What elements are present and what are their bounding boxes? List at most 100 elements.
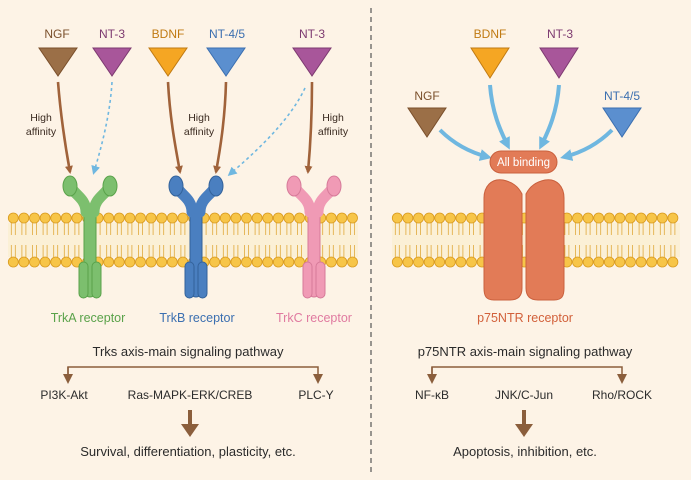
lipid-head — [18, 212, 30, 224]
lipid-head — [39, 256, 51, 268]
trkc-left-domain — [286, 175, 302, 197]
lipid-head — [262, 212, 274, 224]
trkb-kinase-right — [197, 261, 208, 299]
lipid-head — [272, 256, 284, 268]
nt45-to-trkb-arrow — [213, 81, 228, 174]
ngf-to-trka-arrow — [56, 81, 73, 174]
lipid-head — [18, 256, 30, 268]
nt3-ligand-p75 — [539, 47, 579, 79]
lipid-head — [230, 256, 242, 268]
lipid-head — [466, 256, 477, 268]
lipid-head — [294, 256, 305, 268]
lipid-head — [219, 212, 231, 224]
lipid-head — [325, 212, 337, 224]
ligand-label-nt3: NT-3 — [99, 27, 125, 41]
nt45-ligand — [206, 47, 246, 77]
lipid-head — [614, 256, 626, 268]
p75ntr-receptor — [483, 179, 565, 301]
lipid-head — [325, 256, 337, 268]
lipid-head — [455, 212, 467, 224]
lipid-head — [656, 212, 668, 224]
lipid-head — [113, 256, 125, 268]
trkb-receptor-label: TrkB receptor — [159, 311, 234, 325]
ligand-label-nt45-p75: NT-4/5 — [604, 89, 640, 103]
nt3-to-p75-arrow — [539, 84, 561, 150]
nt3-ligand-trkc — [292, 47, 332, 77]
lipid-head — [347, 256, 358, 268]
lipid-head — [667, 212, 679, 224]
lipid-head — [614, 212, 626, 224]
lipid-head — [251, 212, 263, 224]
lipid-head — [413, 256, 424, 268]
lipid-head — [283, 212, 295, 224]
lipid-head — [7, 256, 19, 268]
lipid-head — [241, 256, 252, 268]
trkb-left-domain — [168, 175, 184, 197]
ligand-label-bdnf-p75: BDNF — [474, 27, 507, 41]
lipid-head — [29, 256, 40, 268]
nt3-to-trkc-arrow — [304, 81, 314, 174]
lipid-head — [434, 256, 446, 268]
lipid-head — [391, 256, 403, 268]
ligand-label-bdnf: BDNF — [152, 27, 185, 41]
signal-nf-kb: NF-κB — [415, 388, 449, 402]
lipid-head — [71, 212, 83, 224]
ligand-label-ngf-p75: NGF — [414, 89, 439, 103]
trka-left-domain — [62, 175, 78, 197]
ligand-label-ngf: NGF — [44, 27, 69, 41]
trks-pathway-title: Trks axis-main signaling pathway — [93, 344, 284, 359]
ligand-label-nt3-p75: NT-3 — [547, 27, 573, 41]
lipid-head — [60, 256, 72, 268]
lipid-head — [423, 212, 435, 224]
lipid-head — [156, 256, 168, 268]
trkb-receptor — [168, 175, 224, 299]
lipid-head — [582, 212, 594, 224]
lipid-head — [656, 256, 668, 268]
lipid-head — [103, 256, 115, 268]
lipid-head — [241, 212, 252, 224]
lipid-head — [667, 256, 679, 268]
trka-right-domain — [102, 175, 118, 197]
bdnf-ligand-p75 — [470, 47, 510, 79]
all-binding-label: All binding — [497, 157, 550, 169]
lipid-head — [251, 256, 263, 268]
lipid-head — [603, 212, 615, 224]
all-binding-badge — [489, 150, 558, 174]
lipid-head — [135, 212, 146, 224]
lipid-head — [455, 256, 467, 268]
lipid-head — [572, 256, 583, 268]
p75ntr-outcome: Apoptosis, inhibition, etc. — [453, 444, 597, 459]
ligand-label-nt45: NT-4/5 — [209, 27, 245, 41]
p75ntr-receptor-label: p75NTR receptor — [477, 311, 573, 325]
lipid-head — [50, 212, 62, 224]
lipid-head — [347, 212, 358, 224]
trkc-kinase-left — [302, 261, 313, 299]
lipid-head — [50, 256, 62, 268]
lipid-head — [402, 256, 414, 268]
p75ntr-left-subunit — [483, 179, 523, 301]
ngf-ligand — [38, 47, 78, 77]
lipid-head — [29, 212, 40, 224]
nt45-to-p75-arrow — [560, 128, 614, 161]
nt45-ligand-p75 — [602, 107, 642, 138]
lipid-head — [336, 212, 348, 224]
lipid-head — [572, 212, 583, 224]
trkc-kinase-right — [315, 261, 326, 299]
lipid-head — [103, 212, 115, 224]
lipid-head — [582, 256, 594, 268]
lipid-head — [466, 212, 477, 224]
membrane-core — [8, 223, 358, 257]
lipid-head — [156, 212, 168, 224]
nt3-ligand — [92, 47, 132, 77]
lipid-head — [145, 256, 157, 268]
lipid-head — [603, 256, 615, 268]
trks-outcome: Survival, differentiation, plasticity, e… — [80, 444, 296, 459]
trka-receptor — [62, 175, 118, 299]
bdnf-ligand — [148, 47, 188, 77]
p75ntr-pathway-bracket — [431, 366, 627, 384]
lipid-head — [7, 212, 19, 224]
signal-jnk-c-jun: JNK/C-Jun — [495, 388, 553, 402]
lipid-head — [434, 212, 446, 224]
